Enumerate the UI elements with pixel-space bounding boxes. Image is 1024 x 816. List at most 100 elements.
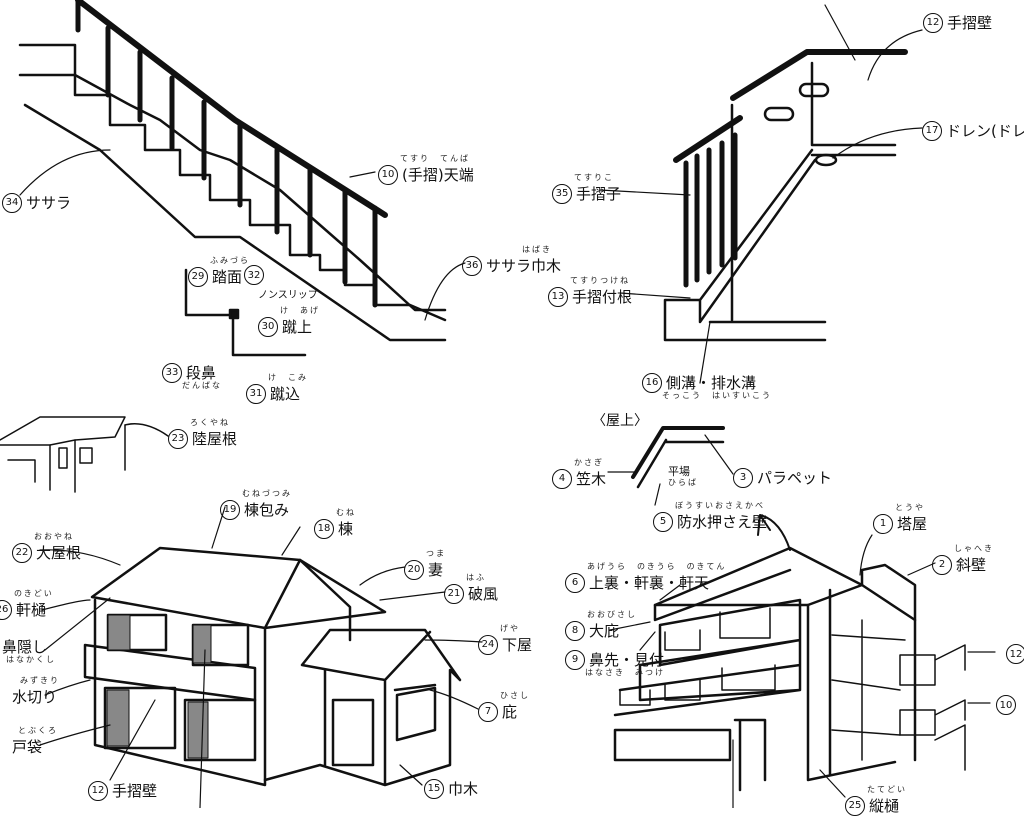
label-text: 手摺壁 (112, 782, 158, 800)
parapet-stair-drawing (599, 4, 923, 384)
rooftop-title: 〈屋上〉 (592, 413, 648, 429)
label-text: 斜壁 (956, 556, 987, 574)
label-number: 1 (873, 513, 893, 534)
label-ruby: げや (500, 624, 520, 633)
label-text: 巾木 (448, 780, 479, 798)
flat-roof-house-drawing (0, 416, 169, 493)
label-ruby: け こみ (268, 373, 308, 382)
label-ruby: ひらば (668, 478, 698, 487)
label-number: 22 (12, 542, 32, 563)
label-number: 12 (88, 780, 108, 801)
two-storey-house-drawing (39, 506, 483, 808)
label-number: 21 (444, 583, 464, 604)
label-text: 手摺壁 (947, 14, 993, 32)
label-number: 32 (244, 265, 264, 285)
label-handrail-top: 10(手摺)天端てすり てんば (378, 154, 474, 185)
label-text: 防水押さえ壁 (677, 513, 768, 531)
label-ruby: だんばな (182, 381, 222, 390)
label-number: 26 (0, 599, 12, 620)
label-number: 13 (548, 286, 568, 307)
label-number: 24 (478, 634, 498, 655)
label-text: 棟包み (244, 501, 290, 519)
label-ruby: はなさき みつけ (585, 668, 665, 677)
label-ruby: はふ (466, 573, 486, 582)
label-ruby: おおやね (34, 532, 74, 541)
label-number: 3 (733, 467, 753, 488)
label-ruby: むねづつみ (242, 489, 292, 498)
label-ruby: むね (336, 508, 356, 517)
label-text: 大屋根 (36, 544, 82, 562)
label-flat-area: 平場ひらば (668, 463, 696, 487)
label-number: 2 (932, 554, 952, 575)
apartment-building-drawing (609, 534, 996, 808)
label-ruby: け あげ (280, 306, 320, 315)
label-text: 破風 (468, 585, 499, 603)
label-text: 陸屋根 (192, 430, 238, 448)
label-ruby: おおびさし (587, 610, 637, 619)
label-text: パラペット (757, 469, 833, 487)
label-ruby: てすり てんば (400, 154, 470, 163)
label-text: 庇 (502, 703, 518, 721)
label-text: 水切り (12, 688, 58, 706)
label-text: 下屋 (502, 636, 533, 654)
label-ruby: のきどい (14, 589, 54, 598)
label-number: 35 (552, 183, 572, 204)
label-number: 10 (996, 695, 1016, 715)
label-text: 手摺付根 (572, 288, 633, 306)
label-text: ドレン(ドレイン) (946, 122, 1024, 140)
label-door-pocket: 戸袋とぶくろ (12, 726, 56, 757)
label-text: 平場 (668, 465, 690, 478)
label-text: ササラ (26, 194, 72, 212)
label-ruby: ろくやね (190, 418, 230, 427)
label-ruby: とうや (895, 503, 925, 512)
label-number: 10 (378, 164, 398, 185)
label-ruby: はなかくし (6, 655, 56, 664)
label-number: 16 (642, 372, 662, 393)
label-number: 34 (2, 192, 22, 213)
label-text: 段鼻 (186, 364, 217, 382)
label-number: 9 (565, 649, 585, 670)
label-ruby: しゃへき (954, 544, 994, 553)
rooftop-detail-drawing (607, 426, 791, 551)
label-number: 23 (168, 428, 188, 449)
label-text: 大庇 (589, 622, 620, 640)
label-number: 7 (478, 701, 498, 722)
label-number: 36 (462, 255, 482, 276)
label-text: 側溝・排水溝 (666, 374, 757, 392)
label-right-12: 12 (1006, 644, 1024, 664)
label-number: 5 (653, 511, 673, 532)
label-ruby: ふみづら (210, 256, 250, 265)
label-number: 31 (246, 383, 266, 404)
label-number: 12 (1006, 644, 1024, 664)
label-text: 上裏・軒裏・軒天 (589, 574, 710, 592)
label-ruby: つま (426, 549, 446, 558)
label-ruby: かさぎ (574, 458, 604, 467)
label-nonslip-text: ノンスリップ (258, 290, 318, 301)
label-text: 鼻先・見付 (589, 651, 665, 669)
label-text: 縦樋 (869, 797, 900, 815)
label-number: 12 (923, 12, 943, 33)
label-ruby: ひさし (500, 691, 530, 700)
label-text: 塔屋 (897, 515, 928, 533)
label-number: 6 (565, 572, 585, 593)
label-nonslip: 32 (244, 265, 264, 285)
label-number: 20 (404, 559, 424, 580)
label-ruby: てすりつけね (570, 276, 631, 285)
